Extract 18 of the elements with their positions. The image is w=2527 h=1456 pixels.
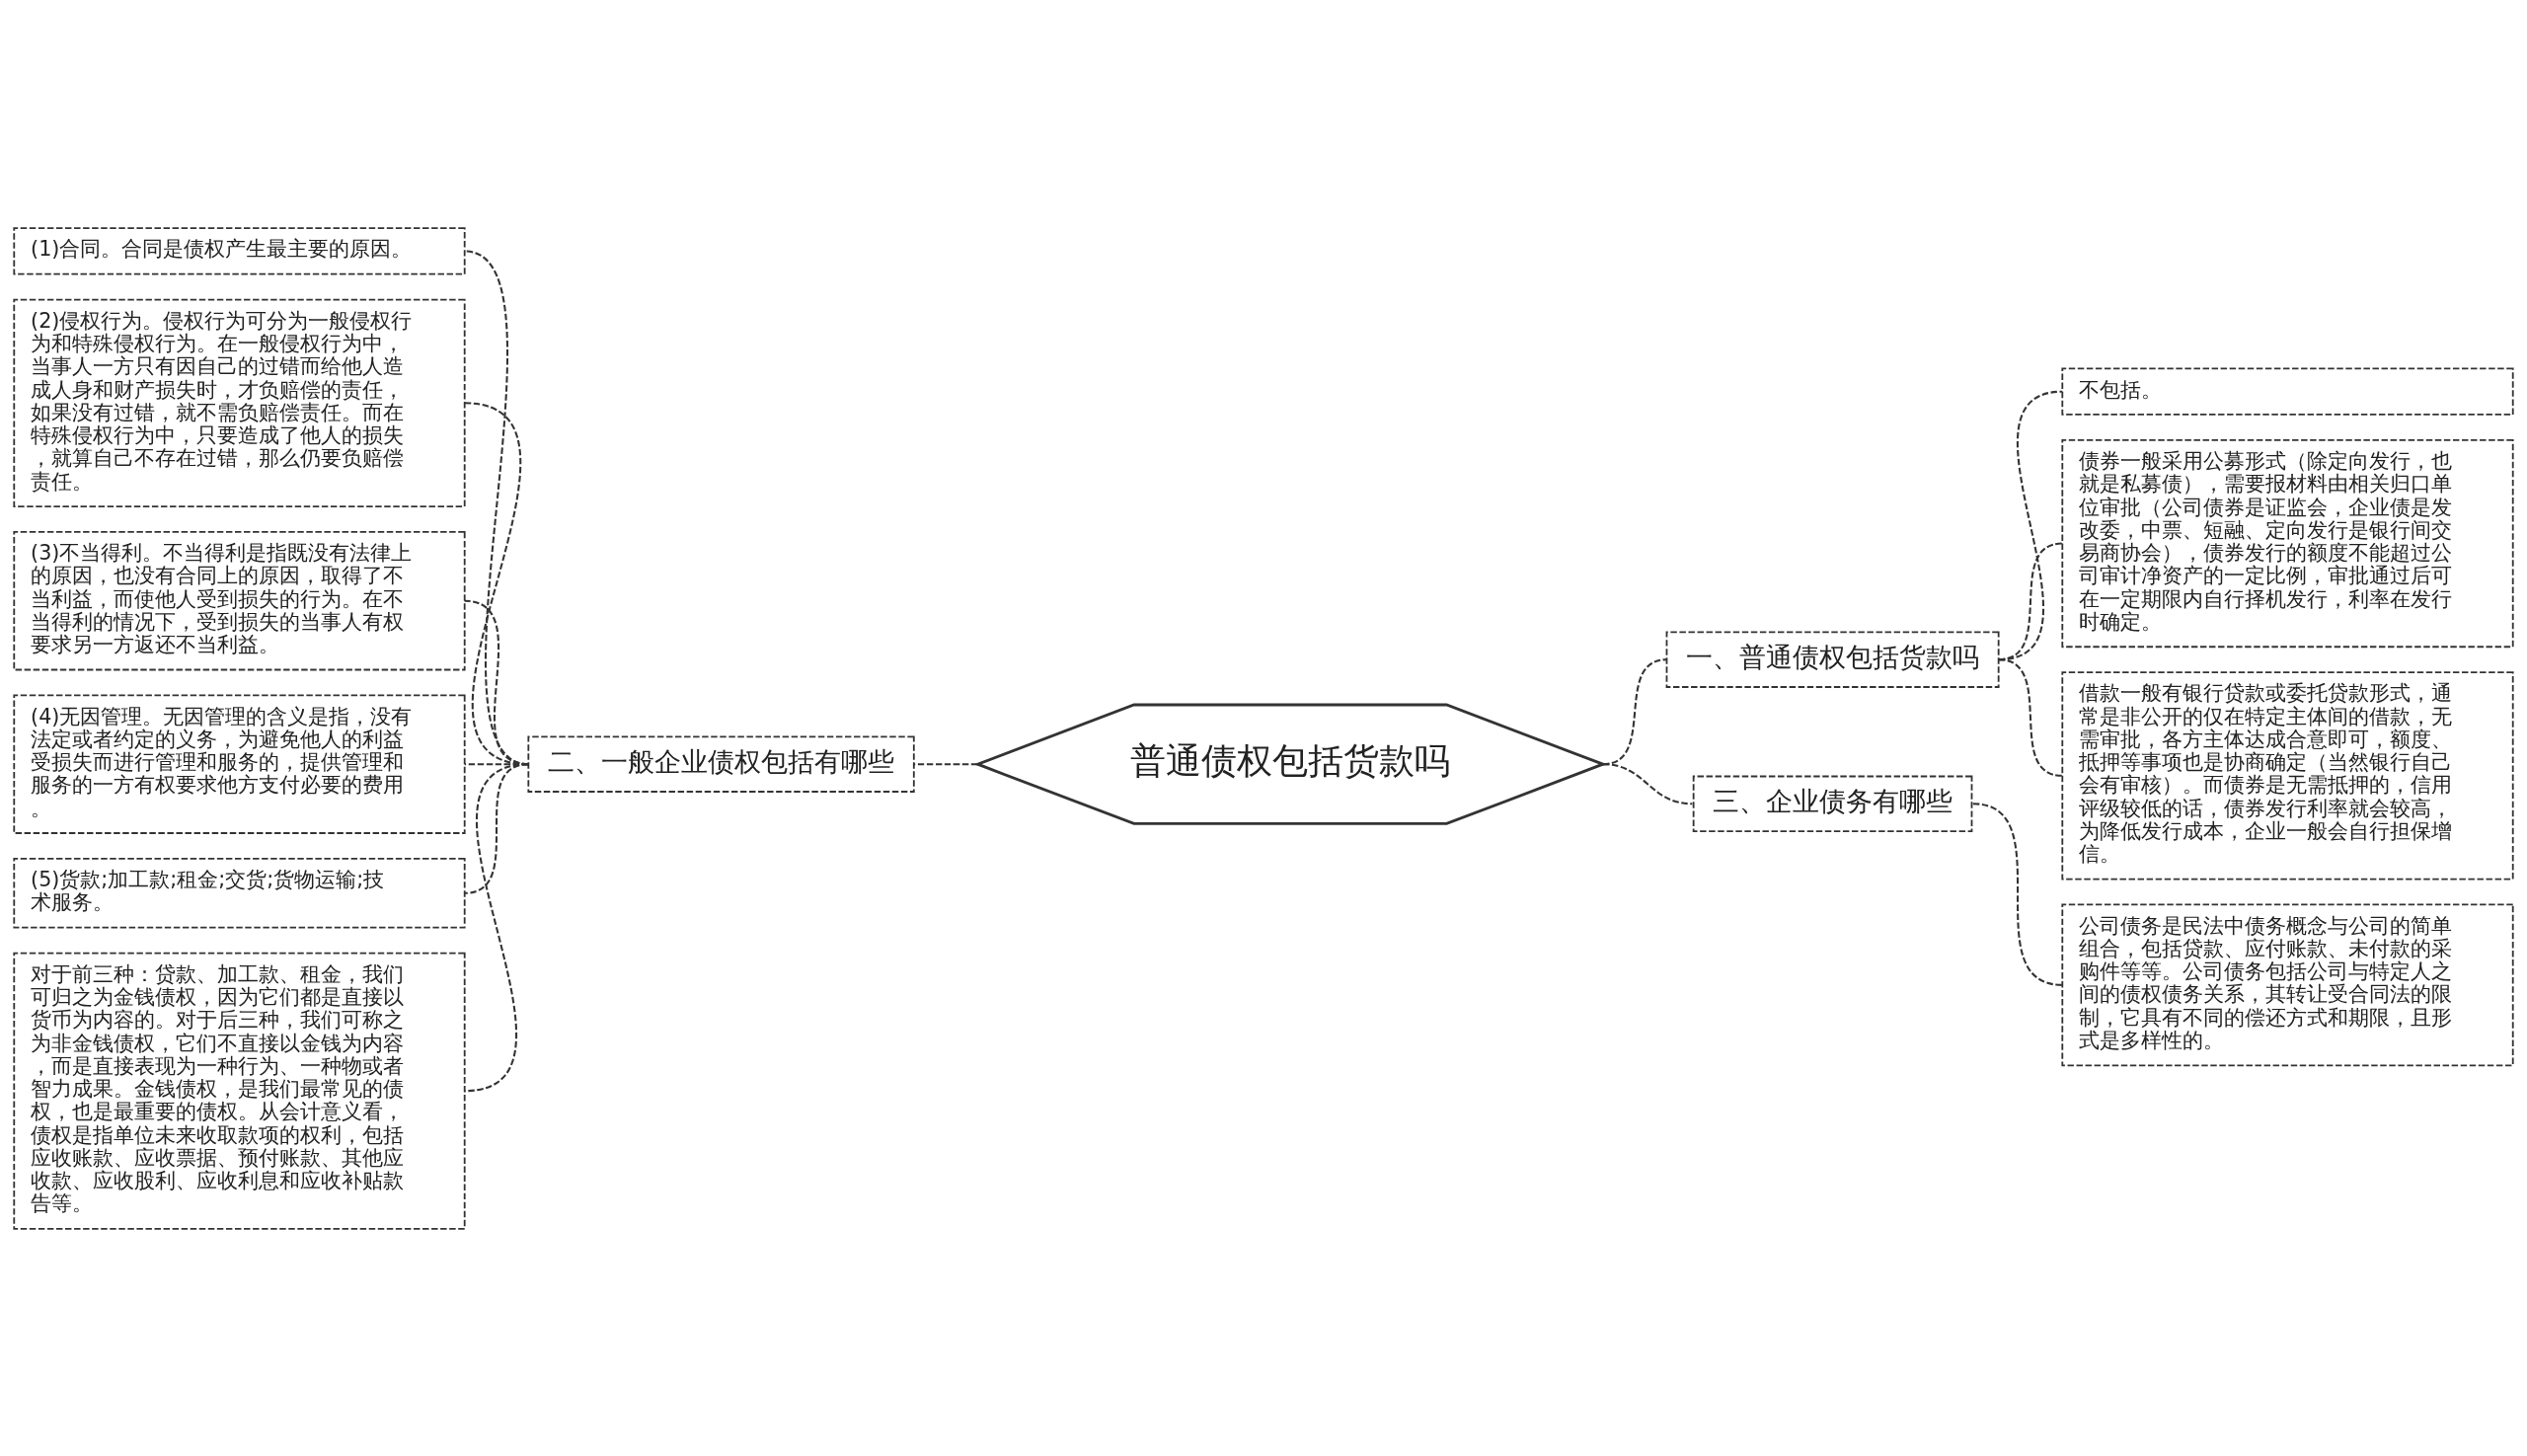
- node-box: (4)无因管理。无因管理的含义是指，没有法定或者约定的义务，为避免他人的利益受损失而进行管理和服务的，提供管理和服务的一方有权要求他方支付必要的费用。: [13, 693, 466, 834]
- node-box: (5)货款;加工款;租金;交货;货物运输;技术服务。: [13, 857, 466, 929]
- node-box: 二、一般企业债权包括有哪些: [527, 735, 915, 793]
- connector: [1998, 657, 2063, 777]
- node-box: (1)合同。合同是债权产生最主要的原因。: [13, 226, 466, 275]
- node-box: 对于前三种：贷款、加工款、租金，我们可归之为金钱债权，因为它们都是直接以货币为内容的。对于后三种，我们可称之为非金钱债权，它们不直接以金钱为内容，而是直接表现为一种行为、一种物或者智力成果。金钱债权，是我们最常见的债权，也是最重要的债权。从会计意义看，债权是指单位未来收取款项的权利，包括应收账款、应收票据、预付账款、其他应收款、应收股利、应收利息和应收补贴款告等。: [13, 952, 466, 1230]
- connector: [464, 762, 529, 1092]
- node-box: 借款一般有银行贷款或委托贷款形式，通常是非公开的仅在特定主体间的借款，无需审批，各方主体达成合意即可，额度、抵押等事项也是协商确定（当然银行自己会有审核）。而债券是无需抵押的，信用评级较低的话，债券发行利率就会较高，为降低发行成本，企业一般会自行担保增信。: [2061, 670, 2514, 880]
- connector: [1972, 802, 2063, 986]
- connector: [913, 762, 978, 765]
- node-box: (2)侵权行为。侵权行为可分为一般侵权行为和特殊侵权行为。在一般侵权行为中，当事人一方只有因自己的过错而给他人造成人身和财产损失时，才负赔偿的责任，如果没有过错，就不需负赔偿责任。而在特殊侵权行为中，只要造成了他人的损失，就算自己不存在过错，那么仍要负赔偿责任。: [13, 298, 466, 507]
- node-box: 三、企业债务有哪些: [1692, 775, 1973, 832]
- connector: [1602, 762, 1693, 805]
- node-box: 债券一般采用公募形式（除定向发行，也就是私募债），需要报材料由相关归口单位审批（公司债券是证监会，企业债是发改委，中票、短融、定向发行是银行间交易商协会），债券发行的额度不能超过公司审计净资产的一定比例，审批通过后可在一定期限内自行择机发行，利率在发行时确定。: [2061, 438, 2514, 648]
- node-box: 不包括。: [2061, 367, 2514, 416]
- node-box: 公司债务是民法中债务概念与公司的简单组合，包括贷款、应付账款、未付款的采购件等等。公司债务包括公司与特定人之间的债权债务关系，其转让受合同法的限制，它具有不同的偿还方式和期限，且形式是多样性的。: [2061, 903, 2514, 1066]
- node-box: (3)不当得利。不当得利是指既没有法律上的原因，也没有合同上的原因，取得了不当利益，而使他人受到损失的行为。在不当得利的情况下，受到损失的当事人有权要求另一方返还不当利益。: [13, 530, 466, 670]
- node-box: 一、普通债权包括货款吗: [1665, 630, 2000, 688]
